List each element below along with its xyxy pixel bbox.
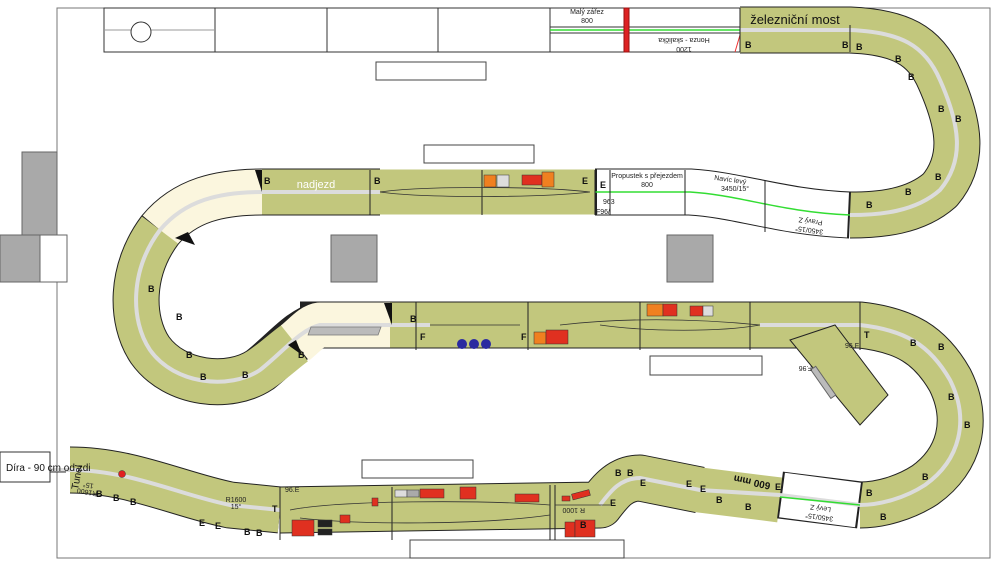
module-dividers [279,8,861,540]
segment-mark: E [686,479,692,489]
segment-mark: B [244,527,251,537]
r1600b: R1600 [226,497,247,504]
segment-mark: B [96,489,103,499]
signal-bar [623,7,630,53]
segment-mark: E [640,478,646,488]
hole-box [0,451,51,483]
small-cut-length: 800 [581,18,593,25]
segment-mark: T [864,330,870,340]
honza-length: 1200 [676,45,692,52]
segment-mark: B [264,176,271,186]
levy-label: Levý Z [809,503,831,513]
segment-mark: B [895,54,902,64]
blank-box [409,539,625,559]
turntable-icon [130,21,152,43]
segment-mark: B [148,284,155,294]
pillar [330,234,378,283]
segment-mark: B [615,468,622,478]
segment-mark: B [200,372,207,382]
blank-box [423,144,535,164]
segment-mark: E [199,518,205,528]
segment-mark: B [856,42,863,52]
r1600a: R1600 [76,486,98,496]
segment-mark: B [935,172,942,182]
segment-mark: B [938,342,945,352]
segment-mark: B [922,472,929,482]
segment-mark: B [113,493,120,503]
f96b-label: 96.F [845,343,859,350]
segment-mark: B [410,314,417,324]
navic-levy-spec: 3450/15° [721,185,749,193]
segment-mark: F [521,332,527,342]
segment-mark: B [745,502,752,512]
segment-mark: B [130,497,137,507]
blank-box [649,355,763,376]
pillar [21,151,58,236]
number-963: 963 [603,199,615,206]
segment-mark: B [910,338,917,348]
segment-mark: B [176,312,183,322]
f96-label: F96/ [596,209,610,216]
segment-mark: E [600,180,606,190]
blank-box [361,459,474,479]
segment-mark: E [610,498,616,508]
levy-spec: 3450/15° [805,511,834,523]
segment-mark: B [938,104,945,114]
f96c-label: F.96 [799,364,812,371]
overpass-label: nadjezd [297,179,336,191]
segment-marks: B B B B B B B B B B E B B E B B B B B B … [96,40,971,538]
segment-mark: B [866,488,873,498]
pillar [666,234,714,283]
segment-mark: B [374,176,381,186]
segment-mark: B [866,200,873,210]
segment-mark: E [775,482,781,492]
small-cut-label: Malý zářez [570,9,604,16]
segment-mark: B [908,72,915,82]
deg15b: 15° [231,503,242,511]
top-strip [103,7,741,53]
segment-mark: B [905,187,912,197]
culvert-label: Propustek s přejezdem [611,173,683,180]
navic-levy-label: Navíc levý [714,175,747,186]
segment-mark: F [420,332,426,342]
segment-mark: E [215,521,221,531]
segment-mark: E [700,484,706,494]
segment-mark: B [880,512,887,522]
e96-label: 96.E [285,487,300,494]
locomotives [457,339,491,349]
segment-mark: B [842,40,849,50]
segment-mark: B [242,370,249,380]
culvert-length: 800 [641,182,653,189]
track-bands [0,6,984,534]
segment-mark: B [964,420,971,430]
segment-mark: B [298,350,305,360]
tunnel-label: Tunel [70,464,85,490]
pillar-outline [39,234,68,283]
blank-boxes [361,61,763,559]
segment-mark: B [627,468,634,478]
segment-mark: B [955,114,962,124]
spur-module [789,324,889,426]
pillar [0,234,41,283]
bridge-label: železniční most [750,12,840,27]
deg15a: 15° [82,480,94,490]
segment-mark: B [580,520,587,530]
r1000-label: R 1000 [562,506,585,513]
pravy-label: Pravý Z [797,215,823,225]
segment-mark: E [582,176,588,186]
hole-label: Díra - 90 cm od zdi [6,463,90,474]
wall-pillars [0,151,714,283]
pravy-spec: 3450/15° [795,224,824,236]
segment-mark: B [186,350,193,360]
blank-box [375,61,487,81]
buildings [118,171,714,538]
yard-tracks [289,187,761,524]
segment-mark: B [745,40,752,50]
spur-platform [810,365,837,400]
honza-label: Honza - skalička [658,36,709,43]
segment-mark: T [272,504,278,514]
segment-mark: B [716,495,723,505]
segment-mark: B [256,528,263,538]
segment-mark: B [948,392,955,402]
